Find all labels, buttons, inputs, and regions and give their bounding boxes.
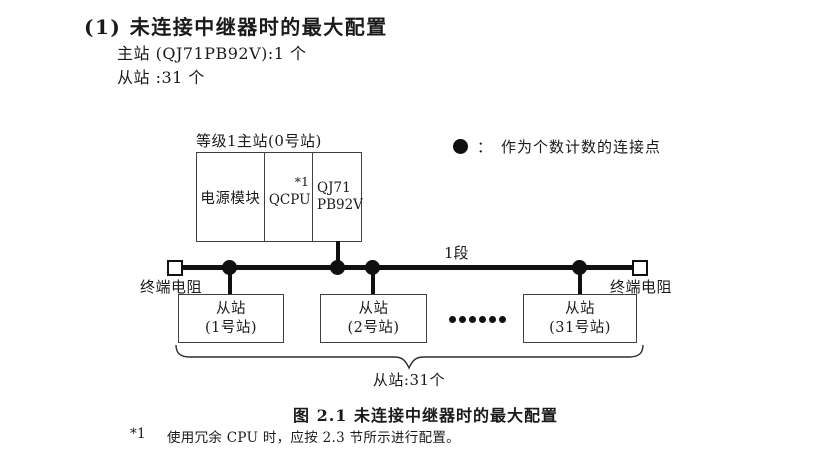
legend: ： 作为个数计数的连接点 <box>453 136 661 157</box>
master-station-box: 电源模块 *1 QCPU QJ71 PB92V <box>196 152 363 242</box>
qcpu-label: QCPU <box>268 192 311 208</box>
connection-point-slave2 <box>365 260 380 275</box>
terminal-resistor-left-label: 终端电阻 <box>140 278 203 296</box>
slave-count-text: 从站 :31 个 <box>117 68 205 87</box>
slave1-label-line2: (1号站) <box>204 319 258 336</box>
terminal-resistor-right-label: 终端电阻 <box>610 278 673 296</box>
footnote: *1 使用冗余 CPU 时，应按 2.3 节所示进行配置。 <box>130 426 460 446</box>
footnote-marker-ref: *1 <box>294 174 309 189</box>
section-title: (1) 未连接中继器时的最大配置 <box>84 15 388 39</box>
terminal-resistor-right-icon <box>632 260 648 276</box>
legend-label: 作为个数计数的连接点 <box>501 138 662 156</box>
slave2-label-line2: (2号站) <box>347 319 400 336</box>
connection-point-slave31 <box>572 260 587 275</box>
segment-label: 1段 <box>444 244 469 262</box>
slave2-label-line1: 从站 <box>358 300 389 317</box>
qj71-label-line2: PB92V <box>317 197 363 213</box>
slave2-box: 从站 (2号站) <box>320 294 427 343</box>
terminal-resistor-left-icon <box>167 260 183 276</box>
more-slaves-ellipsis-icon <box>449 316 506 323</box>
master-station-label: 等级1主站(0号站) <box>196 132 322 150</box>
master-drop-line <box>336 241 340 268</box>
slave1-label-line1: 从站 <box>216 300 246 317</box>
qj71pb92v-cell: QJ71 PB92V <box>313 153 363 241</box>
qcpu-cell: *1 QCPU <box>265 153 313 241</box>
slave31-drop-line <box>578 268 582 296</box>
slave2-drop-line <box>371 268 375 296</box>
footnote-marker: *1 <box>130 426 146 442</box>
connection-point-icon <box>453 139 468 154</box>
slaves-group-brace <box>175 344 644 370</box>
master-count-text: 主站 (QJ71PB92V):1 个 <box>117 44 307 63</box>
slaves-total-label: 从站:31个 <box>372 371 446 389</box>
footnote-text: 使用冗余 CPU 时，应按 2.3 节所示进行配置。 <box>167 430 460 446</box>
qj71-label-line1: QJ71 <box>317 180 351 196</box>
slave1-box: 从站 (1号站) <box>178 294 284 343</box>
slave1-drop-line <box>228 268 232 296</box>
figure-caption: 图 2.1 未连接中继器时的最大配置 <box>293 406 558 425</box>
connection-point-master <box>330 260 345 275</box>
slave31-box: 从站 (31号站) <box>523 294 637 343</box>
slave31-label-line1: 从站 <box>565 300 595 317</box>
slave31-label-line2: (31号站) <box>549 319 611 336</box>
connection-point-slave1 <box>222 260 237 275</box>
power-module-cell: 电源模块 <box>197 153 265 241</box>
bus-line-segment1 <box>176 265 638 270</box>
legend-colon: ： <box>477 138 494 156</box>
